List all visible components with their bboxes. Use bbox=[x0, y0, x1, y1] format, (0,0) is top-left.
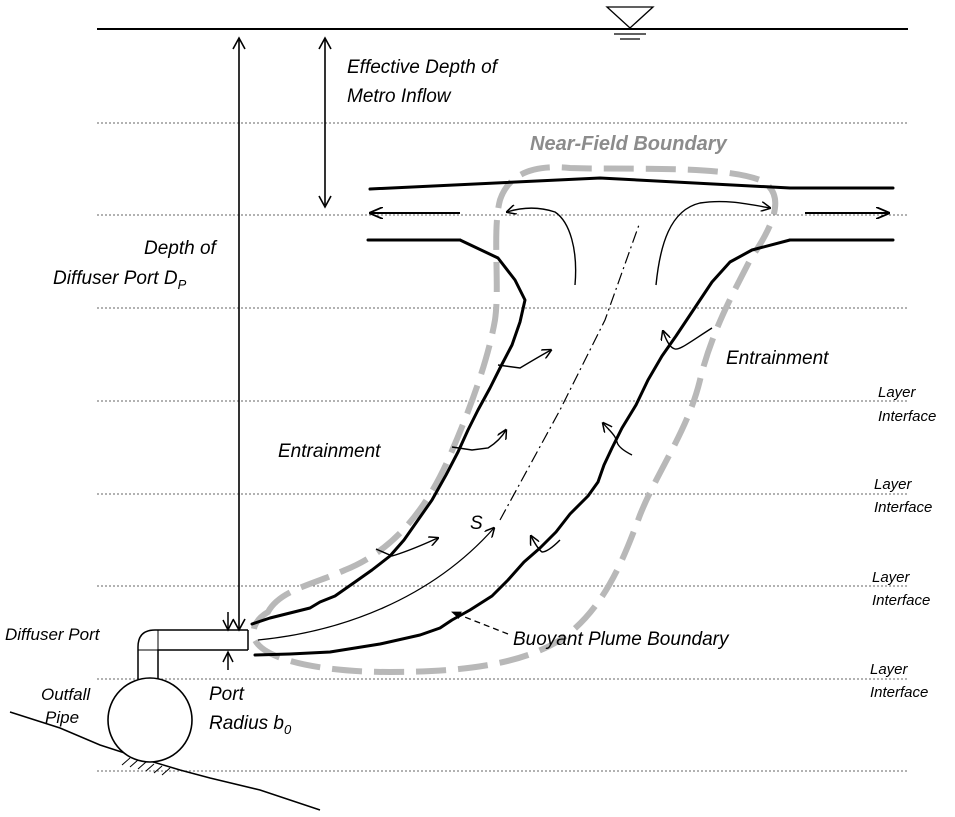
diffuser-port-label: Diffuser Port bbox=[5, 625, 101, 644]
seabed-line bbox=[9, 711, 321, 811]
layer-interface-3a: Layer bbox=[872, 569, 911, 586]
plume-left-boundary bbox=[250, 238, 527, 626]
inner-arrow-left bbox=[507, 208, 577, 286]
inflow-channel bbox=[366, 176, 895, 242]
buoyant-plume-pointer bbox=[451, 611, 509, 635]
plume-right-boundary bbox=[253, 238, 792, 657]
effective-depth-label-2: Metro Inflow bbox=[347, 86, 452, 107]
inner-arrow-right bbox=[655, 200, 770, 286]
effective-depth-arrow bbox=[318, 36, 332, 209]
outfall-label-2: Pipe bbox=[45, 708, 79, 727]
layer-interface-4b: Interface bbox=[870, 684, 928, 701]
s-trajectory-arrow bbox=[257, 528, 494, 641]
effective-depth-label-1: Effective Depth of bbox=[347, 57, 499, 78]
port-depth-label-sub: P bbox=[178, 277, 187, 292]
entrainment-right-label: Entrainment bbox=[726, 348, 829, 369]
layer-interface-3b: Interface bbox=[872, 592, 930, 609]
water-surface-icon bbox=[605, 6, 655, 40]
near-field-boundary-outline bbox=[250, 164, 779, 676]
port-radius-label-1: Port bbox=[209, 684, 245, 705]
entrainment-left-label: Entrainment bbox=[278, 441, 381, 462]
layer-interface-2a: Layer bbox=[874, 476, 913, 493]
layer-interface-4a: Layer bbox=[870, 661, 909, 678]
outfall-label-1: Outfall bbox=[41, 685, 91, 704]
plume-centerline bbox=[499, 221, 641, 521]
seabed-hatching bbox=[121, 757, 171, 776]
outfall-pipe-icon bbox=[107, 677, 193, 763]
buoyant-plume-label: Buoyant Plume Boundary bbox=[513, 629, 730, 650]
near-field-label: Near-Field Boundary bbox=[530, 133, 728, 155]
port-depth-arrow bbox=[232, 36, 246, 632]
entrainment-arrows bbox=[375, 327, 713, 557]
port-radius-label-sub: 0 bbox=[284, 722, 292, 737]
port-radius-arrows bbox=[222, 612, 234, 670]
layer-interface-1a: Layer bbox=[878, 384, 917, 401]
layer-interface-2b: Interface bbox=[874, 499, 932, 516]
port-radius-label-2: Radius b0 bbox=[209, 713, 292, 737]
port-depth-label-1: Depth of bbox=[144, 238, 218, 259]
diffuser-port-icon bbox=[137, 629, 249, 679]
layer-interface-1b: Interface bbox=[878, 408, 936, 425]
layer-lines bbox=[97, 122, 908, 772]
s-label: S bbox=[470, 513, 483, 534]
port-depth-label-main: Diffuser Port D bbox=[53, 268, 178, 289]
port-radius-label-main: Radius b bbox=[209, 713, 284, 734]
port-depth-label-2: Diffuser Port DP bbox=[53, 268, 187, 292]
